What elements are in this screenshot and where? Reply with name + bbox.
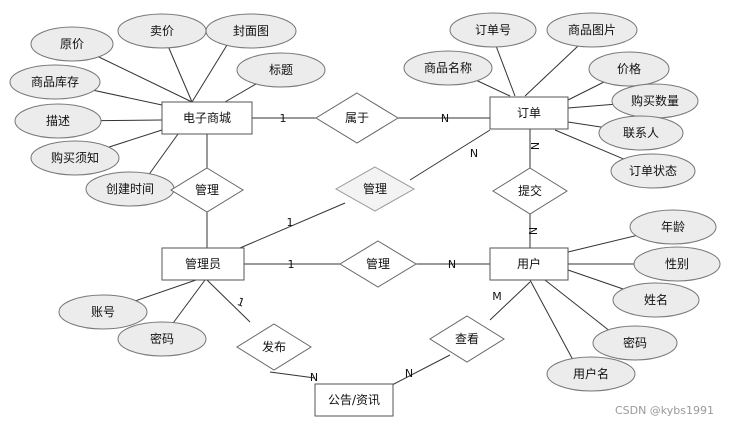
attr-title — [236, 52, 326, 88]
cardinality-label: N — [448, 258, 456, 271]
attr-label: 标题 — [269, 63, 293, 77]
attr-label: 订单号 — [475, 23, 511, 37]
attr-label: 描述 — [46, 114, 70, 128]
attr-admin-password — [117, 321, 207, 357]
attr-product-image — [546, 12, 638, 48]
cardinality-label: N — [470, 147, 478, 160]
attr-user-password — [592, 325, 678, 361]
attr-order-status — [610, 153, 696, 189]
attr-label: 年龄 — [661, 220, 685, 234]
attr-product-name — [403, 50, 493, 86]
cardinality-label: N — [528, 142, 541, 150]
cardinalities: 1 N N N 1 N 1 N 1 N N M — [235, 112, 541, 384]
attr-gender — [633, 246, 721, 282]
attr-label: 原价 — [60, 37, 84, 51]
attr-label: 创建时间 — [106, 182, 154, 196]
attr-label: 密码 — [623, 335, 647, 350]
relation-label: 发布 — [262, 339, 286, 354]
attr-stock — [9, 64, 101, 100]
attr-label: 购买数量 — [631, 93, 679, 108]
relation-belongs — [315, 92, 399, 144]
relation-manage-mall — [170, 167, 244, 213]
attr-label: 用户名 — [573, 366, 609, 381]
cardinality-label: N — [441, 112, 449, 125]
entity-admin — [161, 247, 245, 281]
watermark: CSDN @kybs1991 — [615, 404, 714, 417]
relation-label: 管理 — [195, 182, 219, 197]
relation-label: 查看 — [455, 332, 479, 346]
relation-publish — [236, 323, 312, 371]
attr-label: 封面图 — [233, 24, 269, 38]
attr-label: 性别 — [665, 257, 689, 271]
relation-manage-user — [339, 240, 417, 288]
cardinality-label: 1 — [280, 112, 287, 125]
ecommerce-attributes: 原价 卖价 封面图 标题 商品库存 描述 购买须知 创建时间 — [9, 13, 326, 207]
attr-label: 联系人 — [623, 126, 659, 140]
attr-label: 密码 — [150, 331, 174, 346]
entity-label: 公告/资讯 — [328, 393, 380, 407]
cardinality-label: N — [310, 371, 318, 384]
attr-original-price — [30, 26, 114, 62]
entity-notice — [314, 383, 394, 417]
attr-cover-image — [205, 13, 297, 49]
cardinality-label: 1 — [235, 295, 246, 310]
relation-submit — [492, 167, 568, 215]
attr-name — [612, 282, 700, 318]
entity-user — [489, 247, 569, 281]
attr-label: 商品库存 — [31, 74, 79, 89]
cardinality-label: 1 — [287, 216, 294, 229]
attr-label: 价格 — [617, 61, 641, 76]
admin-attributes: 账号 密码 — [58, 294, 207, 357]
entity-label: 用户 — [517, 256, 541, 271]
relation-label: 管理 — [363, 181, 387, 196]
cardinality-label: M — [492, 290, 502, 303]
entity-label: 管理员 — [185, 256, 221, 271]
attr-label: 商品图片 — [568, 22, 616, 37]
user-attributes: 年龄 性别 姓名 密码 用户名 — [546, 209, 721, 392]
attr-label: 姓名 — [644, 292, 668, 307]
cardinality-label: 1 — [288, 258, 295, 271]
relationships: 属于 管理 管理 提交 管理 发布 查看 — [170, 92, 568, 371]
entity-order — [489, 96, 569, 130]
relation-label: 管理 — [366, 256, 390, 271]
relation-label: 提交 — [518, 183, 542, 198]
order-attributes: 订单号 商品图片 商品名称 价格 购买数量 联系人 订单状态 — [403, 12, 699, 189]
cardinality-label: N — [405, 367, 413, 380]
attr-label: 订单状态 — [629, 164, 677, 178]
attr-label: 卖价 — [150, 24, 174, 38]
attr-description — [14, 103, 102, 139]
attr-price — [588, 51, 670, 87]
attr-label: 商品名称 — [424, 60, 472, 75]
entities: 电子商城 订单 管理员 用户 公告/资讯 — [161, 96, 569, 417]
attr-age — [629, 209, 717, 245]
attr-contact — [598, 115, 684, 151]
attr-order-no — [449, 12, 537, 48]
cardinality-label: N — [526, 227, 539, 235]
entity-label: 订单 — [517, 106, 541, 120]
relation-view — [429, 315, 505, 363]
attr-label: 账号 — [91, 305, 115, 319]
relation-manage-order — [334, 166, 416, 212]
attr-account — [58, 294, 148, 330]
relation-label: 属于 — [345, 111, 369, 125]
attr-label: 购买须知 — [51, 150, 99, 165]
entity-label: 电子商城 — [183, 110, 231, 125]
entity-ecommerce — [161, 101, 253, 135]
attr-purchase-notice — [30, 140, 120, 176]
attr-username — [546, 356, 636, 392]
